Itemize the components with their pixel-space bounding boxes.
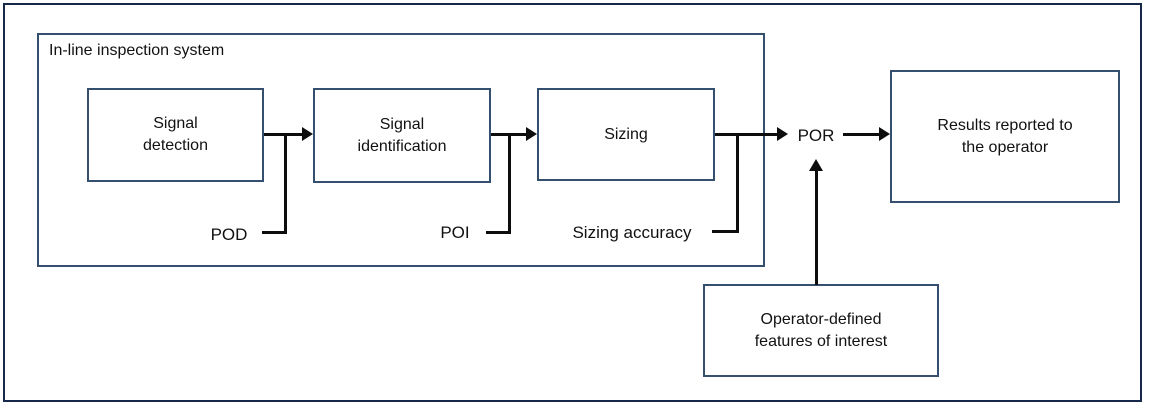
pod-label: POD [210, 225, 248, 244]
sizing-accuracy-connector-dash [712, 230, 739, 233]
pod-connector-vertical [284, 133, 287, 234]
poi-connector-dash [486, 231, 511, 234]
sizing-accuracy-label: Sizing accuracy [572, 223, 692, 242]
pod-connector-dash [262, 231, 287, 234]
poi-label: POI [440, 223, 470, 242]
arrow-por-to-results-line [843, 133, 880, 136]
signal-identification-box: Signal identification [313, 88, 491, 183]
por-label: POR [797, 126, 835, 145]
poi-connector-vertical [508, 134, 511, 234]
arrow-sizing-to-por-line [715, 133, 778, 136]
arrow-right-icon [777, 127, 788, 141]
outer-frame [3, 3, 1142, 402]
group-label: In-line inspection system [49, 42, 225, 59]
sizing-accuracy-connector-vertical [736, 134, 739, 233]
signal-detection-box: Signal detection [87, 88, 264, 182]
arrow-detection-to-identification-line [264, 133, 303, 136]
sizing-box: Sizing [537, 88, 715, 181]
arrow-right-icon [526, 127, 537, 141]
arrow-right-icon [302, 127, 313, 141]
arrow-operator-to-por-line [815, 171, 818, 285]
inline-inspection-system-group: In-line inspection system [37, 33, 765, 267]
arrow-up-icon [809, 159, 823, 171]
arrow-right-icon [879, 127, 890, 141]
operator-defined-features-box: Operator-defined features of interest [703, 284, 939, 377]
results-reported-box: Results reported to the operator [890, 70, 1120, 203]
